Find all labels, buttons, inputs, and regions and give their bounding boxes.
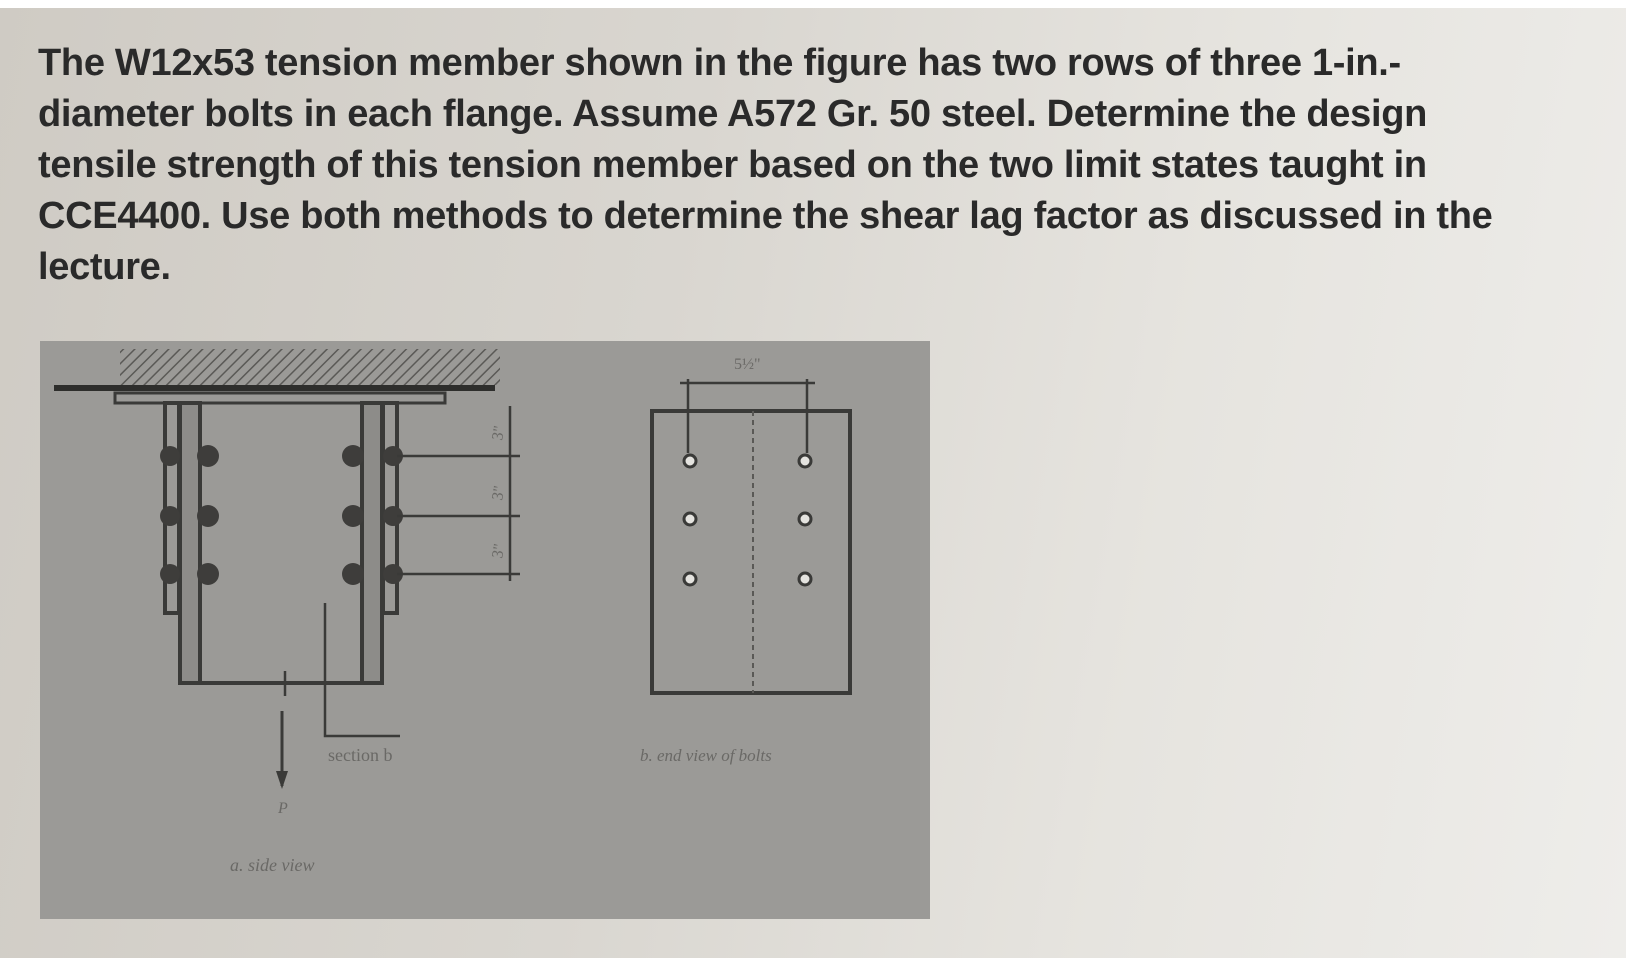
end-view-bolt-holes [682,453,813,587]
problem-line-2: diameter bolts in each flange. Assume A5… [38,93,1428,135]
spacing-label-1: 3" [489,424,508,441]
load-label: P [277,800,288,817]
bolts-right-flange [342,445,403,585]
section-label: section b [328,745,393,765]
problem-statement: The W12x53 tension member shown in the f… [38,38,1598,293]
problem-line-4: CCE4400. Use both methods to determine t… [38,195,1493,237]
end-view-caption: b. end view of bolts [640,746,772,765]
problem-line-5: lecture. [38,246,171,288]
gusset-plate [113,391,447,405]
end-view-outline [650,409,852,695]
connection-figure: 3" 3" 3" section b P a. side view [40,341,930,919]
w-shape-side-view [163,401,399,685]
side-view-caption: a. side view [230,855,314,875]
bolts-left-flange [160,445,219,585]
spacing-label-2: 3" [489,484,508,501]
bolt-spacing-dimensions [397,406,520,581]
section-cut [283,603,400,738]
gage-dimension [680,379,815,453]
problem-line-1: The W12x53 tension member shown in the f… [38,42,1401,84]
gage-label: 5½" [734,356,761,373]
problem-line-3: tensile strength of this tension member … [38,144,1427,186]
load-arrow-head [276,771,288,789]
spacing-label-3: 3" [489,542,508,559]
connection-diagram: 3" 3" 3" section b P a. side view [54,349,852,875]
problem-photo: The W12x53 tension member shown in the f… [0,8,1626,958]
bottom-margin [0,958,1626,973]
support-hatch [120,349,500,385]
